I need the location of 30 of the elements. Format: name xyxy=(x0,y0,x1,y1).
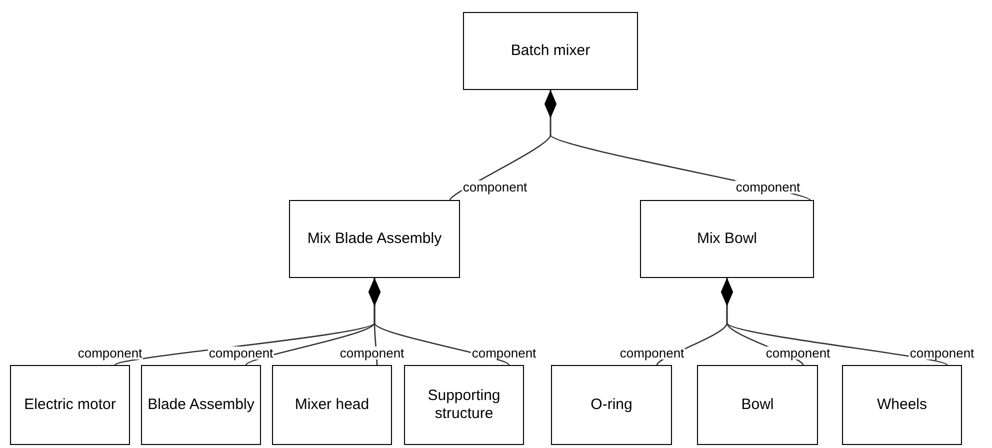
class-box xyxy=(141,365,261,445)
class-box xyxy=(404,365,524,445)
edge-label: component xyxy=(618,346,686,360)
class-box xyxy=(289,200,460,278)
box-label: Bowl xyxy=(741,396,774,414)
box-label: Mixer head xyxy=(294,396,370,414)
class-box xyxy=(842,365,962,445)
edge-label: component xyxy=(76,346,144,360)
edge-label: component xyxy=(764,346,832,360)
edge-label: component xyxy=(338,346,406,360)
box-label: Mix Blade Assembly xyxy=(307,230,442,248)
box-label: Mix Bowl xyxy=(696,230,757,248)
box-label: Blade Assembly xyxy=(148,396,254,414)
composition-connector xyxy=(721,278,948,366)
class-box xyxy=(10,365,130,445)
box-label: Batch mixer xyxy=(510,42,590,60)
class-box xyxy=(272,365,392,445)
box-label: O-ring xyxy=(590,396,632,414)
box-label: Supporting structure xyxy=(426,387,502,423)
box-label: Wheels xyxy=(876,396,928,414)
edge-label: component xyxy=(734,180,802,194)
edge-label: component xyxy=(908,346,976,360)
edge-label: component xyxy=(208,346,274,360)
box-label: Electric motor xyxy=(24,396,116,414)
class-box xyxy=(640,200,814,278)
class-box xyxy=(697,365,818,445)
edge-label: component xyxy=(470,346,538,360)
class-box xyxy=(463,12,638,90)
class-box xyxy=(551,365,672,445)
edge-label: component xyxy=(462,180,528,194)
